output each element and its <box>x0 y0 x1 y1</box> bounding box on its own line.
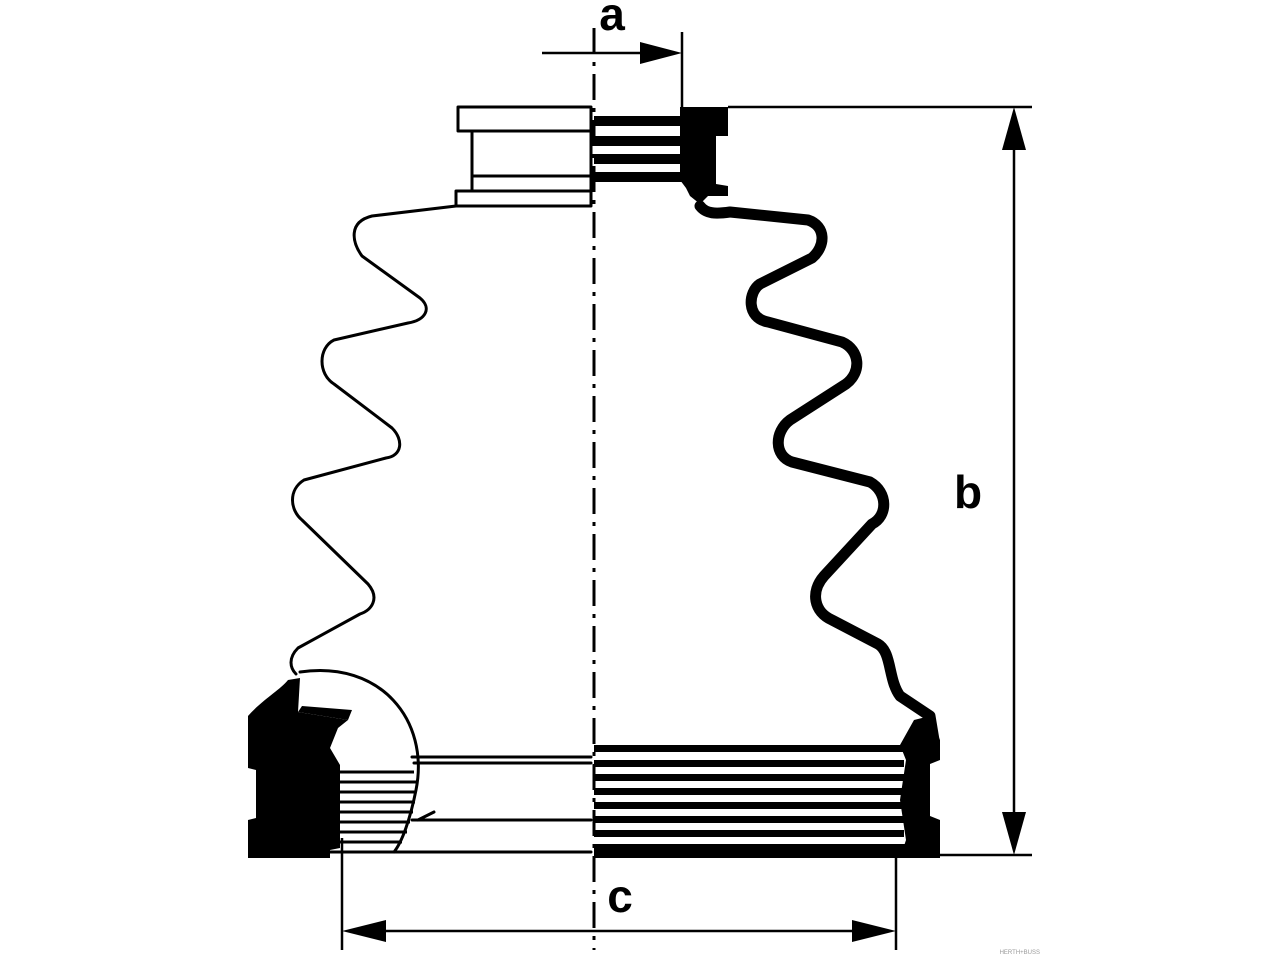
boot-left-half-outline <box>248 105 593 858</box>
label-c: c <box>607 870 633 922</box>
boot-right-half-section <box>594 107 940 858</box>
label-a: a <box>599 0 625 40</box>
dimension-a: a <box>542 0 684 107</box>
watermark-text: HERTH+BUSS <box>999 950 1040 956</box>
dimension-b: b <box>728 105 1032 857</box>
dimension-c: c <box>340 838 898 950</box>
label-b: b <box>954 466 982 518</box>
